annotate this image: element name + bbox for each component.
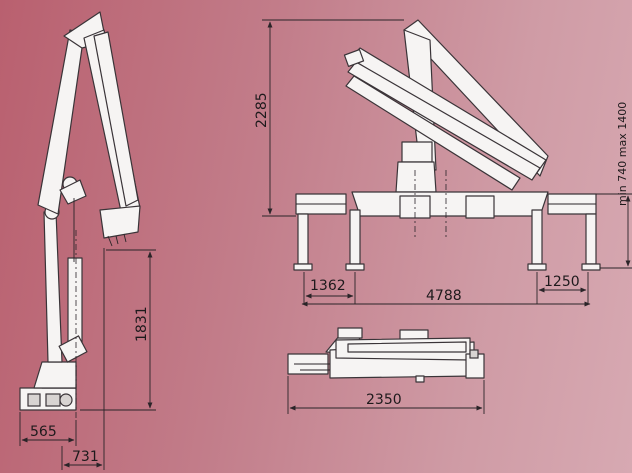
label-front-height: 2285	[254, 92, 270, 128]
top-view: 2350	[287, 327, 485, 414]
label-top-length: 2350	[366, 392, 402, 408]
dimension-front-height: 2285	[254, 19, 404, 217]
side-view-base	[19, 361, 77, 411]
front-view-booms	[343, 19, 549, 193]
dimension-side-base-width: 565	[19, 412, 77, 446]
dimension-front-left-offset: 1362	[303, 272, 356, 304]
side-view: 1831 565 731	[19, 11, 156, 470]
side-view-extension-boom	[83, 29, 141, 247]
front-view: 2285 min 740 max 1400 1362 1250 4788	[254, 19, 632, 307]
label-front-left-offset: 1362	[310, 278, 346, 294]
front-view-outrigger-beam	[295, 191, 597, 219]
dimension-top-length: 2350	[287, 376, 485, 414]
dimension-front-span: 4788	[301, 288, 591, 307]
label-side-base-width: 565	[30, 424, 57, 440]
label-side-reach: 731	[72, 449, 99, 465]
label-side-height: 1831	[134, 306, 150, 342]
label-front-span: 4788	[426, 288, 462, 304]
side-view-main-boom	[37, 11, 107, 262]
dimension-side-reach: 731	[61, 248, 105, 470]
label-front-outrigger-height: min 740 max 1400	[616, 102, 629, 206]
front-view-outrigger-legs	[293, 209, 601, 271]
side-view-column	[43, 204, 88, 363]
dimension-front-right-offset: 1250	[536, 272, 589, 304]
dimension-side-height: 1831	[80, 249, 156, 411]
dimension-front-outrigger-height: min 740 max 1400	[596, 102, 632, 269]
label-front-right-offset: 1250	[544, 274, 580, 290]
